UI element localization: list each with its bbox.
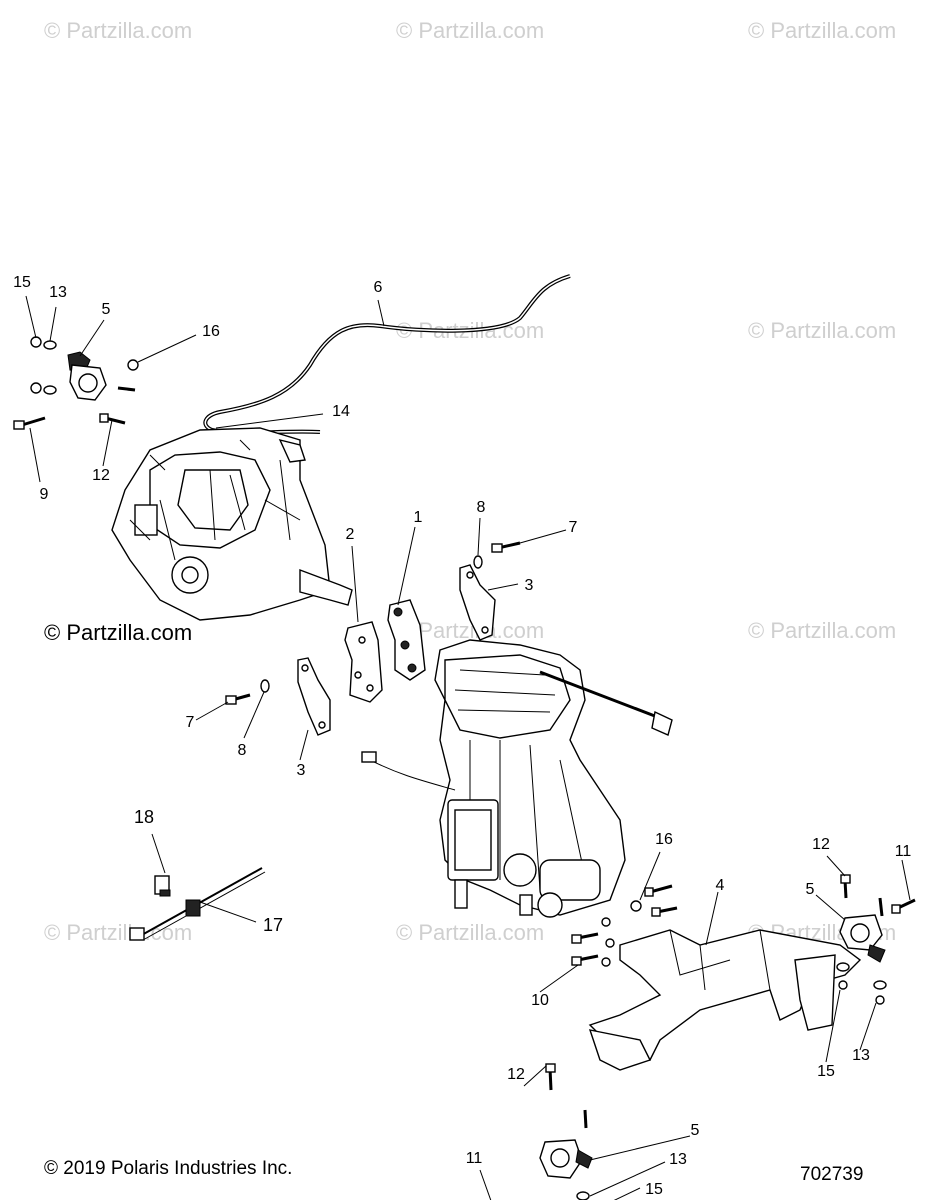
callout-label: 16	[655, 831, 673, 848]
copyright-text: © 2019 Polaris Industries Inc.	[44, 1158, 293, 1179]
callout-label: 12	[812, 836, 830, 853]
rubber-mount	[67, 351, 107, 401]
watermark: © Partzilla.com	[748, 618, 897, 643]
callout-label: 5	[101, 301, 111, 318]
callout-label: 7	[568, 519, 578, 536]
callout-label: 9	[39, 486, 49, 503]
callout-label: 6	[373, 279, 383, 296]
callout-label: 11	[894, 843, 912, 860]
callout-label: 11	[465, 1150, 483, 1167]
bracket-3-lower	[297, 657, 331, 736]
callout-label: 15	[13, 274, 31, 291]
watermark: © Partzilla.com	[396, 18, 545, 43]
bracket-3-upper	[459, 564, 496, 641]
callout-label: 16	[202, 323, 220, 340]
callout-label: 13	[669, 1151, 687, 1168]
callout-label: 5	[805, 881, 815, 898]
callout-label: 15	[817, 1063, 835, 1080]
watermark: © Partzilla.com	[44, 18, 193, 43]
callout-label: 15	[645, 1181, 663, 1198]
callout-label: 13	[852, 1047, 870, 1064]
watermark: © Partzilla.com	[396, 920, 545, 945]
rubber-mount	[539, 1139, 593, 1179]
callout-label: 17	[262, 915, 284, 935]
callout-label: 12	[92, 467, 110, 484]
transmission	[111, 427, 353, 621]
callout-label: 14	[332, 403, 350, 420]
bolts	[13, 386, 916, 1129]
callout-label: 2	[345, 526, 355, 543]
engine-mount-bracket	[588, 929, 862, 1071]
callout-label: 8	[237, 742, 247, 759]
bracket-1	[387, 599, 426, 681]
callout-label: 4	[715, 877, 725, 894]
diagram-number: 702739	[800, 1164, 864, 1185]
nuts-washers	[30, 336, 887, 1200]
callout-label: 5	[690, 1122, 700, 1139]
callout-label: 10	[531, 992, 549, 1009]
rubber-mount	[839, 914, 886, 963]
watermark: © Partzilla.com	[44, 920, 193, 945]
callout-label: 7	[185, 714, 195, 731]
callout-label: 18	[133, 807, 155, 827]
callout-label: 1	[413, 509, 423, 526]
watermark-main: © Partzilla.com	[44, 620, 193, 645]
callout-label: 3	[524, 577, 534, 594]
watermark: © Partzilla.com	[748, 18, 897, 43]
vent-tube	[142, 871, 266, 941]
engine	[361, 639, 673, 918]
callout-label: 13	[49, 284, 67, 301]
callout-label: 3	[296, 762, 306, 779]
shift-cable	[203, 274, 571, 435]
bracket-2	[344, 621, 383, 703]
callout-label: 12	[507, 1066, 525, 1083]
watermark: © Partzilla.com	[748, 318, 897, 343]
callout-label: 8	[476, 499, 486, 516]
leader-lines	[25, 295, 911, 1200]
